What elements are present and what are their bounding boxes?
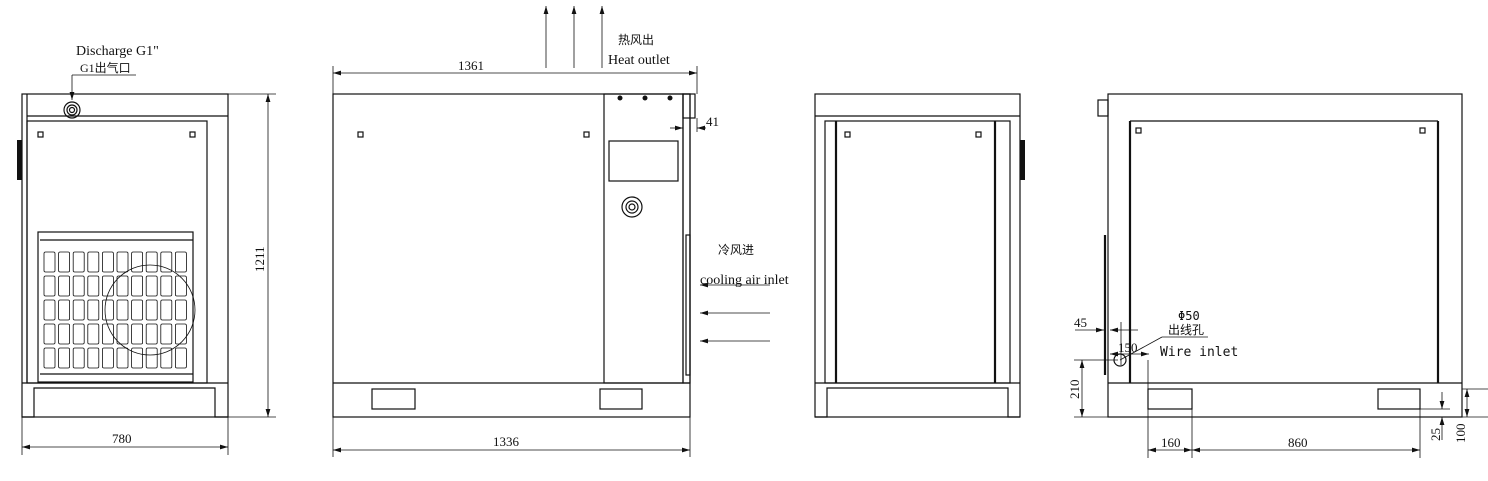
grille-cell	[116, 275, 129, 297]
grille-cell	[116, 299, 129, 321]
handle-icon	[17, 140, 22, 180]
grille-cell	[145, 251, 158, 273]
grille-cell	[160, 251, 173, 273]
grille-cell	[145, 347, 158, 369]
grille-cell	[102, 275, 114, 297]
cooling-inlet-label: cooling air inlet	[700, 273, 789, 288]
discharge-label: Discharge G1"	[76, 44, 159, 59]
heat-outlet-label: Heat outlet	[608, 53, 670, 68]
grille-cell	[131, 275, 144, 297]
grille-cell	[131, 299, 144, 321]
overall-length-dim: 1361	[458, 58, 484, 73]
grille-cell	[102, 299, 114, 321]
emergency-stop-icon	[621, 196, 643, 218]
fitting-offset-dim: 41	[706, 114, 719, 129]
fan-grille-icon	[37, 231, 196, 383]
grille-cell	[87, 299, 100, 321]
grille-cell	[102, 347, 114, 369]
grille-cell	[131, 323, 144, 345]
grille-cell	[72, 323, 85, 345]
grille-cell	[43, 251, 56, 273]
grille-cell	[160, 299, 173, 321]
grille-cell	[58, 251, 70, 273]
grille-cell	[131, 347, 144, 369]
grille-cell	[87, 323, 100, 345]
grille-cell	[58, 275, 70, 297]
grille-cell	[174, 299, 187, 321]
dim-150: 150	[1118, 340, 1138, 355]
hole-diameter-label: Φ50	[1178, 309, 1200, 323]
grille-cell	[72, 275, 85, 297]
side-view: 热风出 Heat outlet 1361 41 冷风进 cooling air …	[332, 6, 789, 457]
grille-cell	[58, 347, 70, 369]
dim-100: 100	[1453, 424, 1468, 444]
grille-cell	[145, 323, 158, 345]
grille-cell	[174, 275, 187, 297]
dim-860: 860	[1288, 435, 1308, 450]
grille-cell	[160, 323, 173, 345]
display-screen	[608, 140, 679, 182]
grille-cell	[145, 299, 158, 321]
heat-outlet-label-cn: 热风出	[618, 33, 654, 47]
dim-160: 160	[1161, 435, 1181, 450]
opposite-side-view: Φ50 出线孔 Wire inlet 45 150 210 160 860 25…	[1067, 93, 1488, 458]
wire-inlet-label: Wire inlet	[1160, 345, 1238, 360]
grille-cell	[87, 275, 100, 297]
grille-cell	[131, 251, 144, 273]
width-dim: 780	[112, 431, 132, 446]
grille-cell	[43, 275, 56, 297]
grille-cell	[160, 275, 173, 297]
dim-45: 45	[1074, 315, 1087, 330]
grille-cell	[174, 347, 187, 369]
height-dim: 1211	[252, 246, 267, 272]
grille-cell	[43, 323, 56, 345]
front-view: Discharge G1" G1出气口 1211 780	[17, 44, 276, 455]
grille-cell	[72, 299, 85, 321]
discharge-label-cn: G1出气口	[80, 60, 131, 75]
grille-cell	[87, 251, 100, 273]
grille-cell	[174, 251, 187, 273]
grille-cell	[43, 347, 56, 369]
cooling-inlet-label-cn: 冷风进	[718, 243, 754, 257]
grille-cell	[145, 275, 158, 297]
wire-inlet-label-cn: 出线孔	[1168, 323, 1204, 337]
grille-cell	[102, 323, 114, 345]
cooling-inlet-arrows-icon	[700, 282, 770, 344]
grille-cell	[43, 299, 56, 321]
grille-cell	[116, 323, 129, 345]
grille-cell	[72, 347, 85, 369]
discharge-port-icon	[63, 101, 81, 119]
grille-cell	[102, 251, 114, 273]
dim-210: 210	[1067, 380, 1082, 400]
grille-cell	[160, 347, 173, 369]
body-length-dim: 1336	[493, 434, 520, 449]
grille-cell	[116, 251, 129, 273]
grille-cell	[58, 299, 70, 321]
dim-25: 25	[1428, 428, 1443, 441]
grille-cell	[87, 347, 100, 369]
control-panel	[603, 93, 684, 384]
grille-cell	[174, 323, 187, 345]
grille-cell	[58, 323, 70, 345]
grille-cell	[72, 251, 85, 273]
rear-view	[814, 93, 1025, 418]
grille-cell	[116, 347, 129, 369]
heat-outlet-arrows-icon	[543, 6, 605, 68]
